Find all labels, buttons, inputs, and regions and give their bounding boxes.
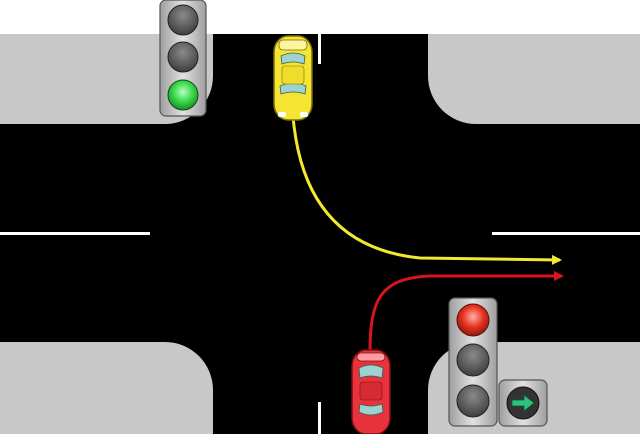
signal-lamp-off (167, 41, 199, 73)
lane-marking-north (318, 34, 321, 64)
yellow-car-path (291, 115, 562, 265)
lane-marking-west (0, 232, 150, 235)
sidewalk-top-right (428, 34, 640, 124)
sidewalk-bottom-left (0, 342, 213, 434)
traffic-light-icon (159, 0, 207, 117)
lane-marking-south (318, 402, 321, 434)
red-car-path (368, 271, 564, 353)
signal-lamp-off (167, 4, 199, 36)
signal-lamp-red (456, 303, 490, 337)
signal-lamp-off (456, 384, 490, 418)
red-car-icon (351, 349, 391, 434)
yellow-car-icon (273, 35, 313, 121)
lane-marking-east (492, 232, 640, 235)
signal-lamp-off (456, 343, 490, 377)
signal-lamp-green (167, 79, 199, 111)
arrow-signal (498, 379, 548, 427)
traffic-light-icon (448, 297, 498, 427)
arrow-right-icon (511, 394, 535, 412)
